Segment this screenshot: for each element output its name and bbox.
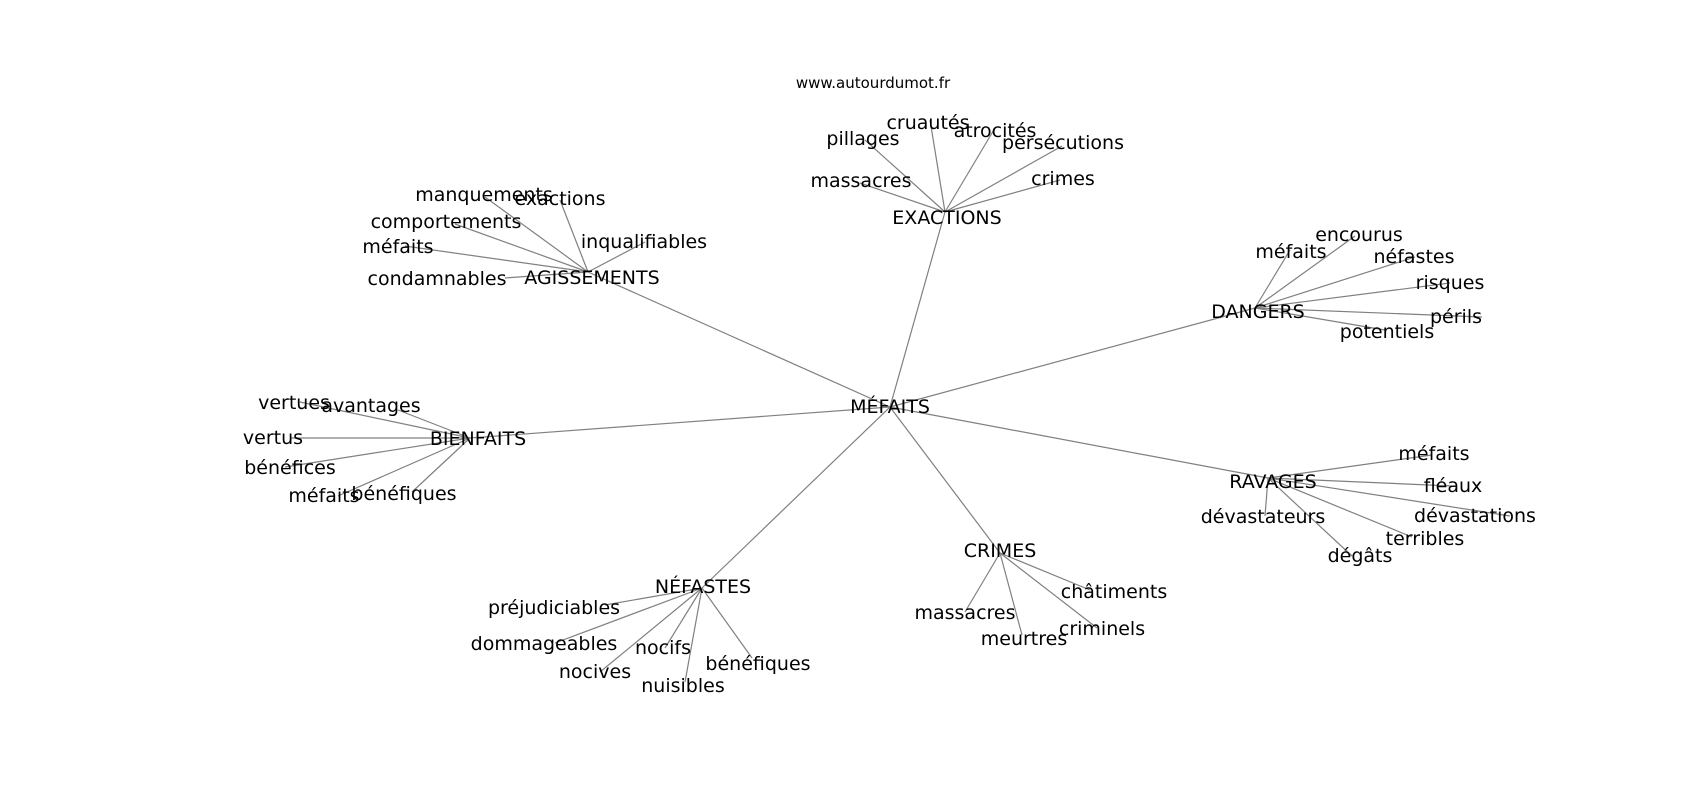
edge-nefastes-nocives (599, 587, 703, 673)
hub-node-agissements: AGISSEMENTS (524, 267, 659, 289)
leaf-node-exactions: exactions (515, 188, 606, 210)
leaf-node-nocifs: nocifs (635, 637, 691, 659)
edge-dangers-nefastes (1254, 256, 1416, 309)
edge-root-nefastes (701, 406, 891, 589)
edge-root-crimes (889, 406, 1001, 554)
edge-crimes-chatiments (999, 552, 1091, 591)
leaf-node-inqualifiables: inqualifiables (581, 231, 707, 253)
edge-nefastes-nocifs (664, 587, 703, 649)
edge-exactions-atrocites (944, 127, 996, 213)
leaf-node-pillages: pillages (826, 128, 899, 150)
hub-node-nefastes: NÉFASTES (655, 575, 751, 598)
edge-root-agissements (587, 271, 891, 408)
edge-bienfaits-benefiques (411, 437, 471, 493)
edge-agissements-mefaits (404, 245, 589, 273)
leaf-node-vertues: vertues (258, 392, 330, 414)
edge-bienfaits-vertues (299, 401, 471, 439)
leaf-node-comportements: comportements (371, 211, 522, 233)
edge-ravages-terribles (1267, 477, 1413, 538)
edge-exactions-crimes (944, 179, 1061, 213)
leaf-node-persecutions: persécutions (1002, 132, 1124, 154)
edge-exactions-pillages (864, 139, 946, 213)
leaf-node-dommageables: dommageables (471, 633, 618, 655)
leaf-node-benefiques: bénéfiques (351, 483, 456, 505)
hub-node-exactions: EXACTIONS (892, 207, 1001, 229)
edge-exactions-persecutions (944, 145, 1063, 213)
leaf-node-massacres: massacres (810, 170, 911, 192)
edge-bienfaits-benefices (284, 437, 471, 468)
leaf-node-terribles: terribles (1386, 528, 1465, 550)
edge-nefastes-benefiques (701, 587, 753, 659)
edge-root-bienfaits (469, 406, 891, 439)
hub-node-ravages: RAVAGES (1229, 471, 1316, 493)
edge-ravages-fleaux (1267, 477, 1453, 487)
edge-agissements-manquements (484, 196, 589, 273)
leaf-node-chatiments: châtiments (1061, 581, 1167, 603)
edge-ravages-devastations (1267, 477, 1511, 517)
leaf-node-benefiques: bénéfiques (705, 653, 810, 675)
hub-node-dangers: DANGERS (1211, 301, 1305, 323)
edge-dangers-perils (1254, 307, 1483, 318)
edge-dangers-risques (1254, 282, 1451, 309)
leaf-node-prejudiciables: préjudiciables (488, 597, 620, 619)
hub-node-crimes: CRIMES (964, 540, 1037, 562)
edge-ravages-devastateurs (1264, 477, 1269, 517)
leaf-node-meurtres: meurtres (981, 628, 1067, 650)
edge-agissements-condamnables (504, 271, 589, 279)
edge-ravages-degats (1267, 477, 1353, 557)
leaf-node-criminels: criminels (1059, 618, 1145, 640)
leaf-node-massacres: massacres (914, 602, 1015, 624)
leaf-node-mefaits: méfaits (362, 236, 433, 258)
leaf-node-mefaits: méfaits (288, 485, 359, 507)
leaf-node-devastateurs: dévastateurs (1201, 506, 1326, 528)
leaf-node-risques: risques (1416, 272, 1485, 294)
root-node: MÉFAITS (850, 395, 930, 418)
leaf-node-crimes: crimes (1031, 168, 1095, 190)
leaf-node-perils: périls (1430, 306, 1482, 328)
edge-bienfaits-avantages (397, 409, 471, 439)
leaf-node-degats: dégâts (1328, 545, 1393, 567)
edge-exactions-massacres (859, 182, 946, 213)
leaf-node-benefices: bénéfices (244, 457, 335, 479)
leaf-node-nefastes: néfastes (1373, 246, 1454, 268)
leaf-node-nuisibles: nuisibles (641, 675, 724, 697)
leaf-node-potentiels: potentiels (1340, 321, 1434, 343)
edge-agissements-comportements (454, 223, 589, 273)
edge-nefastes-dommageables (554, 587, 703, 644)
edge-dangers-encourus (1254, 235, 1356, 309)
leaf-node-vertus: vertus (243, 427, 303, 449)
leaf-node-fleaux: fléaux (1424, 475, 1483, 497)
edge-nefastes-prejudiciables (604, 587, 703, 606)
edge-crimes-criminels (999, 552, 1098, 629)
edge-crimes-meurtres (999, 552, 1023, 636)
graph-edges (284, 119, 1511, 683)
edge-ravages-mefaits (1267, 454, 1433, 479)
leaf-node-condamnables: condamnables (368, 268, 507, 290)
edge-crimes-massacres (964, 552, 1001, 613)
leaf-node-avantages: avantages (321, 395, 420, 417)
leaf-node-manquements: manquements (415, 184, 553, 206)
edge-root-dangers (889, 307, 1256, 408)
leaf-node-atrocites: atrocités (954, 120, 1037, 142)
hub-node-bienfaits: BIENFAITS (430, 428, 526, 450)
leaf-node-cruautes: cruautés (886, 112, 969, 134)
source-watermark: www.autourdumot.fr (796, 74, 951, 92)
edge-dangers-potentiels (1254, 307, 1386, 331)
edge-root-ravages (889, 406, 1269, 479)
leaf-node-nocives: nocives (559, 661, 631, 683)
leaf-node-encourus: encourus (1315, 224, 1403, 246)
leaf-node-devastations: dévastations (1414, 505, 1536, 527)
edge-agissements-inqualifiables (587, 241, 646, 273)
edge-agissements-exactions (559, 199, 589, 273)
edge-dangers-mefaits (1254, 249, 1291, 309)
edge-root-exactions (889, 211, 946, 408)
leaf-node-mefaits: méfaits (1398, 443, 1469, 465)
edge-nefastes-nuisibles (684, 587, 703, 683)
edge-exactions-cruautes (929, 119, 946, 213)
edge-bienfaits-mefaits (337, 437, 471, 497)
leaf-node-mefaits: méfaits (1255, 241, 1326, 263)
